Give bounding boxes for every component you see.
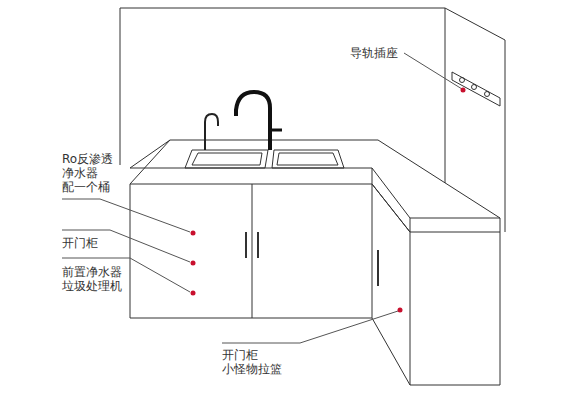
callout-label: 开门柜 小怪物拉篮 — [222, 348, 282, 376]
callout-dot — [191, 88, 466, 313]
faucet-handle — [270, 129, 282, 132]
callout-label: 前置净水器 垃圾处理机 — [62, 265, 122, 293]
callout-label: 导轨插座 — [350, 46, 398, 60]
callout-label: 开门柜 — [62, 236, 98, 250]
main-faucet — [236, 92, 270, 150]
callout-label: Ro反渗透 净水器 配一个桶 — [62, 152, 113, 194]
rail-socket — [452, 72, 500, 106]
countertop — [130, 140, 500, 232]
ro-faucet — [205, 114, 218, 150]
counter-edge — [130, 140, 500, 218]
counter-edge — [372, 168, 410, 232]
cabinet — [130, 184, 372, 318]
sink — [185, 150, 344, 168]
leader-line — [62, 53, 462, 343]
corner-cabinet — [372, 184, 500, 385]
